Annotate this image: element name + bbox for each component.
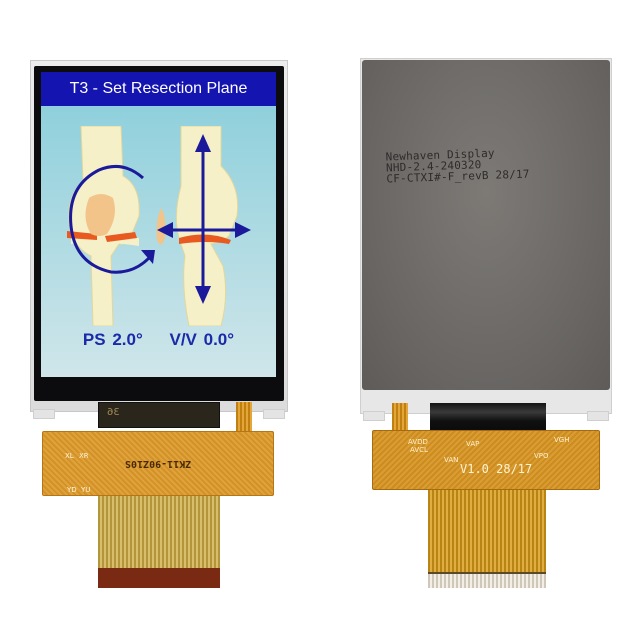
strip-marking: 36	[107, 407, 120, 418]
back-tape-strip	[430, 403, 546, 433]
frame-tab-right	[263, 409, 285, 419]
screen-body: PS 2.0° V/V 0.0°	[41, 106, 276, 377]
back-ribbon-contacts	[428, 572, 546, 588]
front-driver-strip: 36	[98, 402, 220, 428]
flex-label-avcl: AVCL	[410, 446, 428, 454]
ps-angle-value: PS 2.0°	[82, 330, 143, 349]
front-ribbon-cable	[98, 496, 220, 568]
flex-label-avdd: AVDD	[408, 438, 428, 446]
front-flex-pcb: XL XR YD YU ZK11-90Z10S	[42, 431, 274, 496]
pad-label-yu: YU	[81, 486, 91, 494]
screen-header: T3 - Set Resection Plane	[41, 72, 276, 106]
knee-front-view-icon	[67, 126, 155, 326]
pad-label-yd: YD	[67, 486, 77, 494]
flex-label-vgh: VGH	[554, 436, 570, 444]
frame-tab-right	[587, 411, 609, 421]
back-metal-plate	[362, 60, 610, 390]
screen-title: T3 - Set Resection Plane	[69, 80, 248, 97]
flex-label-van: VAN	[444, 456, 459, 464]
front-ribbon-stiffener	[98, 568, 220, 588]
flex-part-marking: ZK11-90Z10S	[125, 458, 192, 469]
knee-side-view-icon	[156, 126, 251, 326]
vv-angle-value: V/V 0.0°	[169, 330, 235, 349]
angle-readout: PS 2.0° V/V 0.0°	[41, 330, 276, 350]
lcd-screen: T3 - Set Resection Plane	[41, 72, 276, 377]
flex-label-vap: VAP	[466, 440, 480, 448]
back-ribbon-cable	[428, 490, 546, 572]
frame-tab-left	[33, 409, 55, 419]
back-touch-flex	[392, 403, 408, 433]
back-flex-pcb	[372, 430, 600, 490]
flex-version: V1.0 28/17	[460, 462, 533, 476]
pad-label-xl: XL	[65, 452, 74, 460]
front-touch-flex	[236, 402, 252, 432]
back-printed-label: Newhaven Display NHD-2.4-240320 CF-CTXI#…	[385, 147, 529, 186]
pad-label-xr: XR	[79, 452, 89, 460]
frame-tab-left	[363, 411, 385, 421]
knee-illustration	[67, 126, 251, 326]
flex-label-vpo: VPO	[534, 452, 549, 460]
